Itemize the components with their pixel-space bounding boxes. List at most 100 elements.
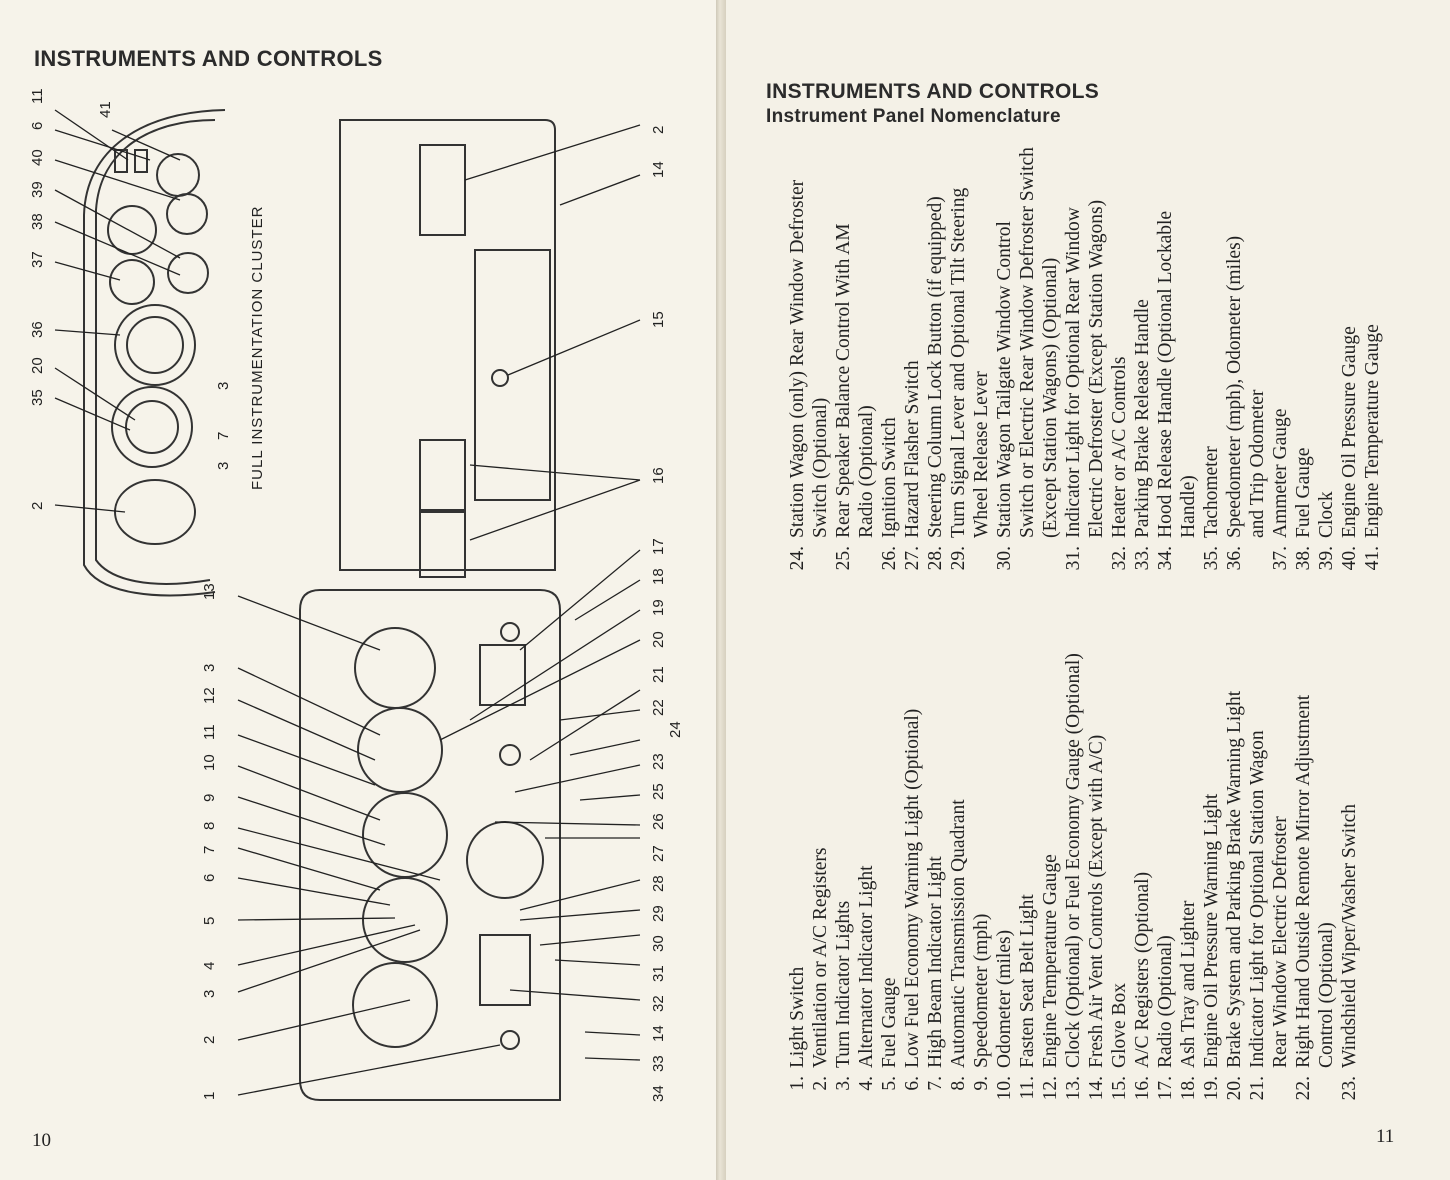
item-number: 39. <box>1316 546 1337 571</box>
cluster-callout-labels: 2 35 20 36 37 38 39 40 6 11 41 3 7 3 <box>29 88 232 510</box>
item-label: Light Switch <box>787 966 808 1068</box>
item-label: Heater or A/C Controls <box>1109 356 1130 538</box>
callout-r26: 26 <box>650 813 667 830</box>
gauge-9-speedometer <box>362 792 448 878</box>
cluster-warning-light-11 <box>134 149 148 173</box>
right-page <box>722 0 1450 1180</box>
cluster-callout-11: 11 <box>29 88 46 104</box>
item-label: Odometer (miles) <box>994 929 1015 1068</box>
item-number: 28. <box>925 546 946 571</box>
cluster-callout-20: 20 <box>29 357 46 374</box>
nomenclature-item: 33.Parking Brake Release Handle <box>1131 60 1154 580</box>
register-16-vent-lower <box>419 511 466 578</box>
callout-leader-lines <box>54 109 641 1096</box>
item-label: A/C Registers (Optional) <box>1132 871 1153 1068</box>
nomenclature-item: Switch or Electric Rear Window Defroster… <box>1016 60 1039 580</box>
callout-9: 9 <box>201 794 218 802</box>
radio-17 <box>479 644 526 706</box>
cluster-callout-36: 36 <box>29 321 46 338</box>
item-label: Engine Temperature Gauge <box>1362 324 1383 538</box>
register-2-vent <box>419 144 466 236</box>
cluster-callout-35: 35 <box>29 389 46 406</box>
item-label: Low Fuel Economy Warning Light (Optional… <box>902 708 923 1068</box>
callout-r17: 17 <box>650 538 667 555</box>
callout-r34: 34 <box>650 1085 667 1102</box>
cluster-gauge-35 <box>111 386 193 468</box>
callout-8: 8 <box>201 822 218 830</box>
instrument-panel-diagram: FULL INSTRUMENTATION CLUSTER 13 3 12 11 … <box>29 88 684 1102</box>
main-instrument-panel <box>299 119 561 1101</box>
right-page-number: 11 <box>1376 1126 1395 1147</box>
gauge-13-clock <box>354 627 436 709</box>
item-number: 5. <box>879 1076 900 1091</box>
item-number: 22. <box>1293 1076 1314 1101</box>
item-label: Brake System and Parking Brake Warning L… <box>1224 690 1245 1068</box>
cluster-gauge-36-inner <box>126 316 184 374</box>
nomenclature-item: 29.Turn Signal Lever and Optional Tilt S… <box>947 60 970 580</box>
item-label: Radio (Optional) <box>1155 935 1176 1068</box>
nomenclature-list-24-41: 24.Station Wagon (only) Rear Window Defr… <box>786 60 1383 580</box>
nomenclature-item: 27. Hazard Flasher Switch <box>901 60 924 580</box>
nomenclature-item: 37.Ammeter Gauge <box>1269 60 1292 580</box>
cluster-gauge-35-inner <box>125 400 179 454</box>
callout-7: 7 <box>201 846 218 854</box>
item-label: Ventilation or A/C Registers <box>810 847 831 1068</box>
item-label: Fuel Gauge <box>1293 447 1314 538</box>
callout-r27: 27 <box>650 845 667 862</box>
item-label: Speedometer (mph), Odometer (miles) <box>1224 235 1245 538</box>
item-number: 30. <box>994 546 1015 571</box>
item-number: 12. <box>1040 1076 1061 1101</box>
item-label: Engine Oil Pressure Gauge <box>1339 326 1360 538</box>
nomenclature-item: Handle) <box>1177 60 1200 580</box>
item-number: 34. <box>1155 546 1176 571</box>
item-label: Alternator Indicator Light <box>856 865 877 1068</box>
item-label: Handle) <box>1178 475 1199 538</box>
item-label: Control (Optional) <box>1316 922 1337 1068</box>
nomenclature-item: 25.Rear Speaker Balance Control With AM <box>832 60 855 580</box>
item-label: Hazard Flasher Switch <box>902 360 923 538</box>
callout-r2: 2 <box>650 126 667 134</box>
gauge-2-register <box>352 962 438 1048</box>
item-number: 1. <box>787 1076 808 1091</box>
item-number: 7. <box>925 1076 946 1091</box>
item-number <box>1315 1076 1338 1110</box>
nomenclature-item: Switch (Optional) <box>809 60 832 580</box>
item-label: Switch or Electric Rear Window Defroster… <box>1017 147 1038 538</box>
item-label: (Except Station Wagons) (Optional) <box>1040 257 1061 538</box>
item-label: Electric Defroster (Except Station Wagon… <box>1086 199 1107 538</box>
item-number: 27. <box>902 546 923 571</box>
item-number: 23. <box>1339 1076 1360 1101</box>
cluster-caption: FULL INSTRUMENTATION CLUSTER <box>249 206 266 490</box>
nomenclature-item: and Trip Odometer <box>1246 60 1269 580</box>
nomenclature-item: 32.Heater or A/C Controls <box>1108 60 1131 580</box>
nomenclature-item: 39.Clock <box>1315 60 1338 580</box>
cluster-gauge-41 <box>156 153 200 197</box>
item-label: Fuel Gauge <box>879 977 900 1068</box>
item-label: and Trip Odometer <box>1247 389 1268 538</box>
left-page-heading: INSTRUMENTS AND CONTROLS <box>34 46 383 71</box>
callout-3b: 3 <box>201 990 218 998</box>
left-page-number: 10 <box>32 1130 51 1151</box>
callout-r24: 24 <box>667 721 684 738</box>
item-label: Station Wagon (only) Rear Window Defrost… <box>787 179 808 538</box>
left-callout-labels: 13 3 12 11 10 9 8 7 6 5 4 3 2 1 <box>201 583 218 1100</box>
full-instrumentation-cluster <box>83 109 226 597</box>
item-number: 16. <box>1132 1076 1153 1101</box>
register-16-vent-upper <box>419 439 466 511</box>
gauge-5-fuel <box>362 877 448 963</box>
nomenclature-item: 38. Fuel Gauge <box>1292 60 1315 580</box>
cluster-warning-light-6 <box>114 149 128 173</box>
item-number <box>1269 1076 1292 1110</box>
nomenclature-item: 28.Steering Column Lock Button (if equip… <box>924 60 947 580</box>
item-number <box>1085 546 1108 580</box>
item-number: 3. <box>833 1076 854 1091</box>
cluster-callout-3b: 3 <box>215 462 232 470</box>
callout-11: 11 <box>201 724 218 740</box>
item-label: Right Hand Outside Remote Mirror Adjustm… <box>1293 694 1314 1068</box>
cluster-callout-40: 40 <box>29 149 46 166</box>
item-label: Wheel Release Lever <box>971 371 992 538</box>
right-page-subheading: Instrument Panel Nomenclature <box>766 106 1061 127</box>
callout-13: 13 <box>201 583 218 600</box>
callout-4: 4 <box>201 962 218 970</box>
item-number: 38. <box>1293 546 1314 571</box>
